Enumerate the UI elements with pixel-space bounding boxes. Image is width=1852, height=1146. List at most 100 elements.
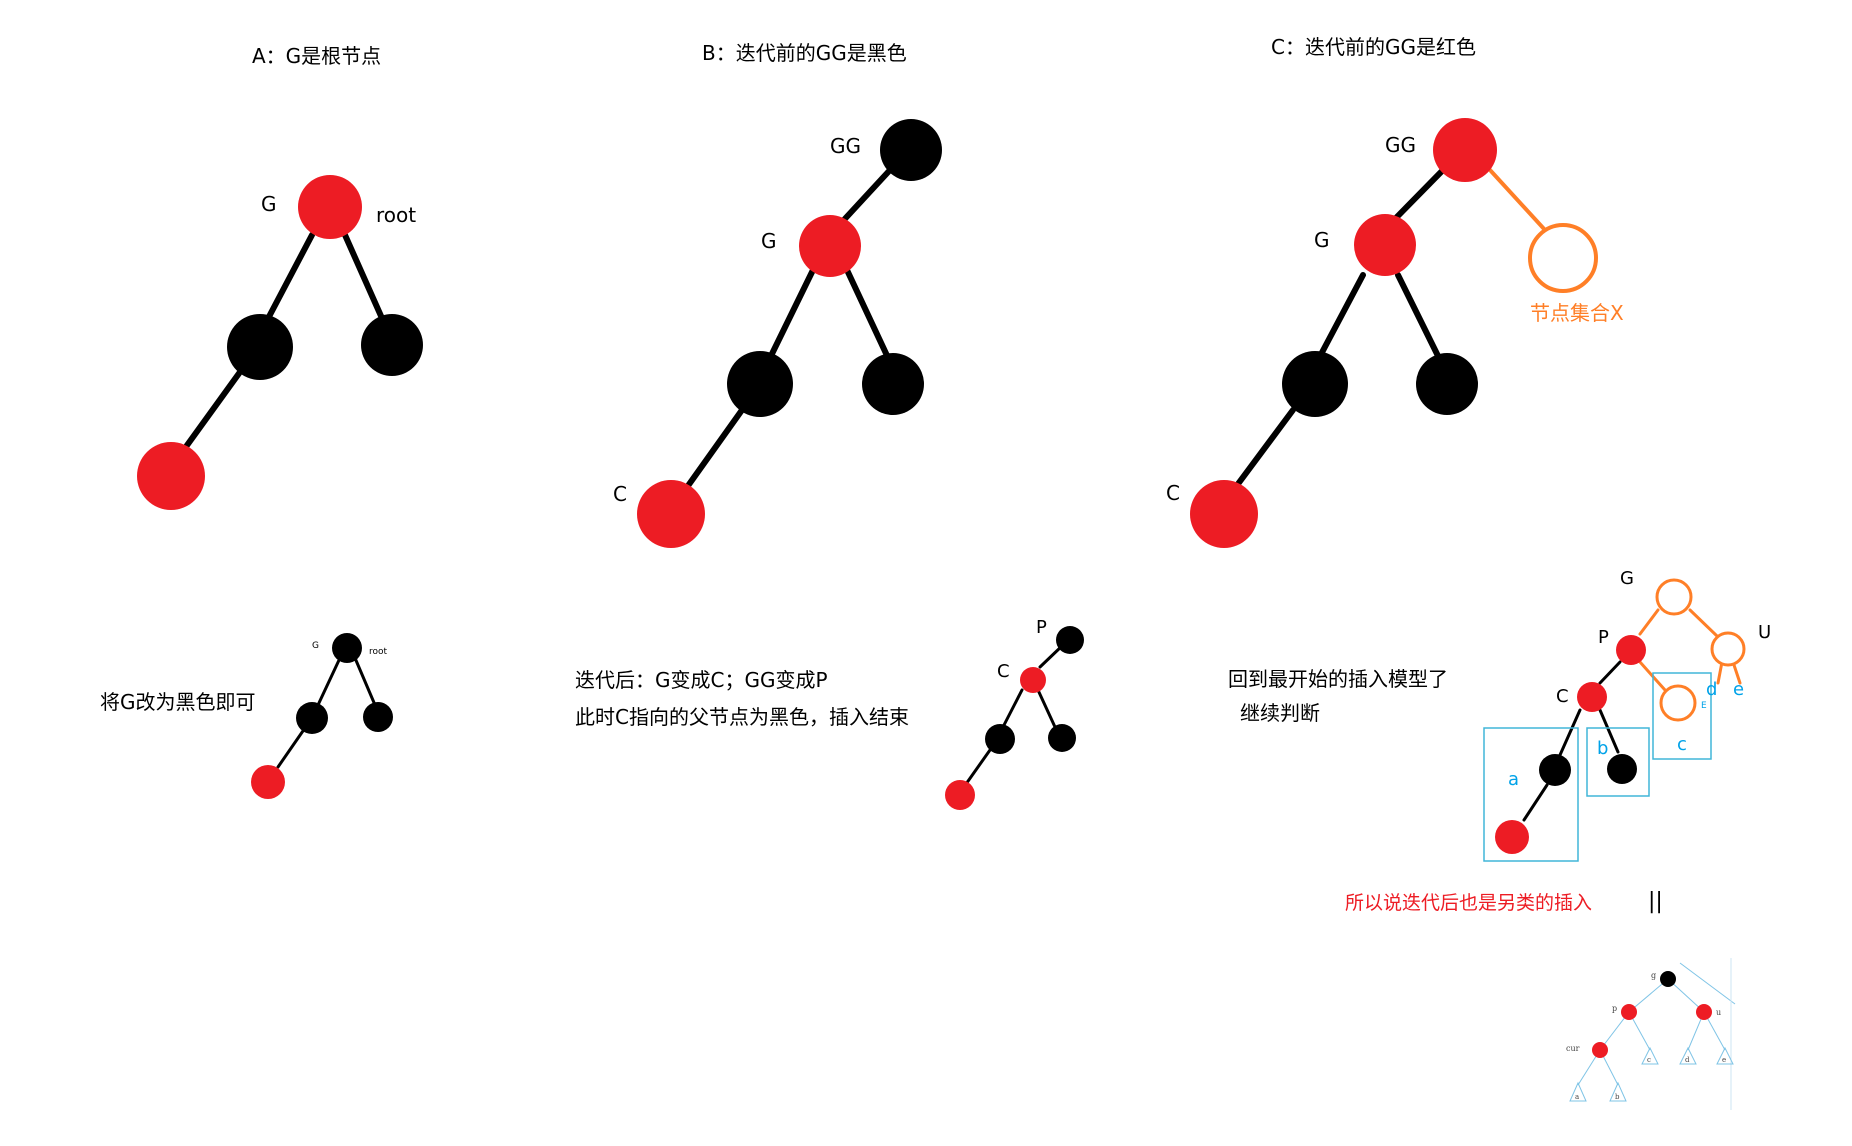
small-label-d: d xyxy=(1706,679,1717,700)
small-edge-g-u xyxy=(1688,608,1720,639)
model-subtree-a xyxy=(1569,1081,1587,1102)
panel-b-caption-line1: 迭代后：G变成C；GG变成P xyxy=(575,668,828,692)
model-label-d: d xyxy=(1685,1056,1690,1064)
label-c: C xyxy=(1166,481,1180,505)
small-edge-a-leaf xyxy=(1522,783,1549,822)
small-label-p: P xyxy=(1036,617,1047,638)
node-g-red xyxy=(799,215,861,277)
small-node-right xyxy=(363,702,393,732)
small-node-u xyxy=(1710,631,1746,667)
small-node-left xyxy=(296,702,328,734)
edge-gg-set xyxy=(1488,168,1547,232)
small-edge-1 xyxy=(316,656,342,707)
panel-c-title: C：迭代前的GG是红色 xyxy=(1271,35,1476,59)
panel-c-large-tree xyxy=(1232,167,1547,491)
small-edge-u-e xyxy=(1731,660,1742,685)
panel-b-large-tree xyxy=(682,167,893,493)
panel-b-title: B：迭代前的GG是黑色 xyxy=(702,41,907,65)
conclusion-text: 所以说迭代后也是另类的插入 xyxy=(1345,892,1592,914)
node-left-black xyxy=(1282,351,1348,417)
panel-c-caption-line1: 回到最开始的插入模型了 xyxy=(1228,667,1448,691)
model-subtree-e xyxy=(1716,1046,1734,1065)
label-g: G xyxy=(1314,228,1330,252)
panel-a-caption: 将G改为黑色即可 xyxy=(100,690,256,714)
node-c-red xyxy=(637,480,705,548)
model-label-e: e xyxy=(1722,1056,1726,1064)
node-c-red xyxy=(1190,480,1258,548)
node-gg-red xyxy=(1433,118,1497,182)
edge-left-leaf xyxy=(177,369,243,458)
small-label-g: G xyxy=(312,641,319,651)
box-a-label: a xyxy=(1508,769,1519,790)
label-gg: GG xyxy=(830,134,861,158)
label-g: G xyxy=(761,229,777,253)
edge-left-c xyxy=(1232,407,1296,491)
node-left-black xyxy=(227,314,293,380)
small-edge-u-d xyxy=(1716,660,1724,685)
label-gg: GG xyxy=(1385,133,1416,157)
label-node-set-x: 节点集合X xyxy=(1530,301,1624,325)
model-edge-top xyxy=(1679,962,1736,1005)
box-b-label: b xyxy=(1597,738,1608,759)
model-label-b: b xyxy=(1615,1093,1620,1101)
small-node-right xyxy=(1048,724,1076,752)
panel-b-caption-line2: 此时C指向的父节点为黑色，插入结束 xyxy=(575,705,909,729)
model-label-u: u xyxy=(1716,1008,1721,1017)
small-label-e: e xyxy=(1733,679,1744,700)
label-g: G xyxy=(261,192,277,216)
node-right-black xyxy=(1416,353,1478,415)
small-edge-c-b xyxy=(1598,708,1620,754)
model-tree-edges xyxy=(1569,958,1736,1110)
model-label-c: c xyxy=(1647,1056,1651,1064)
box-a xyxy=(1483,727,1579,862)
edge-g-right xyxy=(844,267,893,365)
small-edge-g-p xyxy=(1638,608,1660,636)
small-label-g: G xyxy=(1620,568,1634,589)
insertion-model-tree: g p u cur c d e a b xyxy=(1566,958,1736,1110)
model-subtree-c xyxy=(1641,1046,1659,1065)
model-label-cur: cur xyxy=(1566,1044,1580,1053)
small-label-p: P xyxy=(1598,627,1609,648)
panel-a-title: A：G是根节点 xyxy=(252,44,381,68)
panel-c: C：迭代前的GG是红色 GG G C 节点集合X 回到最开始的插入模型了 继续判… xyxy=(1166,35,1771,914)
model-node-u xyxy=(1696,1004,1712,1020)
small-node-g xyxy=(332,633,362,663)
node-red-leaf xyxy=(137,442,205,510)
panel-a: A：G是根节点 G root 将G改为黑色即可 G root xyxy=(100,44,423,799)
small-node-c xyxy=(1020,667,1046,693)
box-b xyxy=(1586,727,1650,797)
small-edge-p-c xyxy=(1598,660,1622,685)
node-g-red xyxy=(1354,214,1416,276)
small-label-c: C xyxy=(997,661,1010,682)
model-node-cur xyxy=(1592,1042,1608,1058)
model-subtree-b xyxy=(1609,1081,1627,1102)
small-edge-c-a xyxy=(1558,708,1582,757)
edge-gg-g xyxy=(1389,167,1446,225)
model-label-p: p xyxy=(1612,1004,1617,1013)
box-c-label: c xyxy=(1677,734,1687,755)
panel-b-small-tree xyxy=(964,643,1065,786)
small-label-u: U xyxy=(1758,622,1771,643)
small-edge-3 xyxy=(276,726,307,769)
box-c xyxy=(1652,672,1712,760)
panel-b: B：迭代前的GG是黑色 GG G C 迭代后：G变成C；GG变成P 此时C指向的… xyxy=(575,41,1084,810)
node-left-black xyxy=(727,351,793,417)
edge-g-right xyxy=(342,232,388,328)
small-node-p xyxy=(1616,635,1646,665)
model-edge-g-u xyxy=(1667,978,1705,1013)
small-node-left xyxy=(985,724,1015,754)
small-edge-left-leaf xyxy=(964,748,992,786)
edge-gg-g xyxy=(839,167,893,225)
node-right-black xyxy=(862,353,924,415)
small-label-c: C xyxy=(1556,686,1569,707)
small-node-set xyxy=(1659,684,1697,722)
edge-left-c xyxy=(682,407,745,493)
model-edge-g-p xyxy=(1628,978,1669,1013)
small-label-root: root xyxy=(369,647,388,657)
small-edge-c-left xyxy=(1001,688,1024,729)
small-node-p xyxy=(1056,626,1084,654)
small-edge-2 xyxy=(353,656,377,707)
panel-c-caption-line2: 继续判断 xyxy=(1240,701,1320,725)
small-node-red-leaf xyxy=(251,765,285,799)
